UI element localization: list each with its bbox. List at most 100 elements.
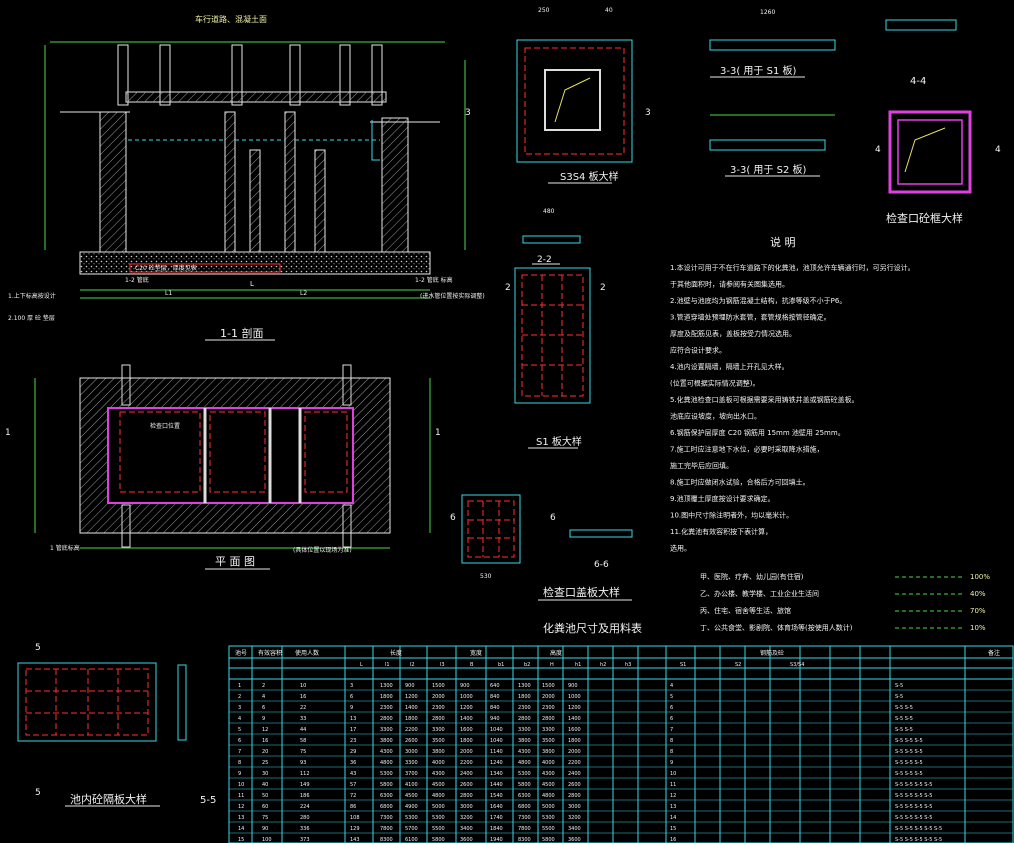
table-cell: 10 [238,782,244,788]
table-cell: S-5 S-5 S-5 [895,738,923,744]
plan-inner-outline [107,407,354,504]
table-cell: 7300 [518,815,531,821]
table-cell: 57 [350,782,356,788]
table-cell: 30 [262,771,268,777]
table-cell: 9 [262,716,265,722]
note-line: 池底应设坡度，坡向出水口。 [670,412,761,421]
table-cell: 7 [670,727,673,733]
table-cell: 3300 [518,727,531,733]
table-cell: 4500 [542,782,555,788]
table-cell: 3000 [405,749,418,755]
s1-mark-right: 2 [600,283,606,293]
table-cell: 940 [490,716,500,722]
note-line: 1.本设计可用于不在行车道路下的化粪池，池顶允许车辆通行时，可另行设计。 [670,263,915,272]
table-cell: 1400 [460,716,473,722]
table-cell: 12 [670,793,676,799]
table-cell: 1200 [405,694,418,700]
table-cell: 20 [262,749,268,755]
s33-dim-top: 1260 [760,9,775,16]
table-cell: 4800 [518,760,531,766]
frame-detail: 4-4 4 4 检查口砼框大样 [875,19,1001,225]
table-cell: S-5 S-5 S-5 S-5 [895,804,932,810]
note-list-value: 40% [970,590,986,598]
table-subheader: h2 [600,662,606,668]
frame-mark-left: 4 [875,145,881,155]
note-line: 4.池内设置隔墙，隔墙上开孔见大样。 [670,362,789,371]
table-cell: 224 [300,804,310,810]
table-subheader: h1 [575,662,581,668]
table-cell: 143 [350,837,360,843]
title-s33-s1: 3-3( 用于 S1 板) [720,64,796,77]
table-cell: 12 [238,804,244,810]
table-cell: 5800 [518,782,531,788]
table-cell: 3 [238,705,241,711]
table-cell: 108 [350,815,360,821]
frame-outer [888,110,972,194]
table-subheader: S1 [680,662,686,668]
table-cell: 4100 [405,782,418,788]
table-cell: 3800 [380,738,393,744]
note-line: 选用。 [670,544,691,553]
table-cell: 129 [350,826,360,832]
note-line: 10.图中尺寸除注明者外，均以毫米计。 [670,511,793,520]
table-cell: 3200 [568,815,581,821]
table-cell: 3200 [460,815,473,821]
table-cell: 3400 [568,826,581,832]
table-header: 池号 [235,649,247,657]
table-subheader: S2 [735,662,741,668]
table-cell: 3600 [568,837,581,843]
table-cell: 640 [490,683,500,689]
table-cell: 2200 [405,727,418,733]
title-table: 化粪池尺寸及用料表 [543,621,642,635]
table-subheader: L [360,662,363,668]
table-cell: 4 [262,694,265,700]
title-partition: 池内砼隔板大样 [70,792,147,806]
table-cell: 3000 [460,804,473,810]
table-cell: S-5 [895,694,903,700]
table-cell: 2200 [568,760,581,766]
plan-sec-mark-1-right: 1 [435,428,441,438]
table-cell: S-5 S-5 S-5 S-5 S-5 [895,826,942,832]
table-cell: 1800 [460,738,473,744]
table-cell: 2300 [432,705,445,711]
table-cell: 1640 [490,804,503,810]
table-cell: 2400 [568,771,581,777]
table-cell: 2200 [460,760,473,766]
table-cell: 1000 [568,694,581,700]
table-cell: 40 [262,782,268,788]
table-cell: 1800 [405,716,418,722]
cover-detail: 6 6 530 6-6 检查口盖板大样 化粪池尺寸及用料表 [450,494,642,635]
table-cell: 29 [350,749,356,755]
table-cell: 4300 [380,749,393,755]
note-list-label: 丙、住宅、宿舍等生活、旅馆 [700,606,791,615]
table-cell: 6800 [380,804,393,810]
table-cell: 16 [300,694,306,700]
table-cell: 4800 [380,760,393,766]
table-cell: 3800 [518,738,531,744]
s33-sections: 1260 3-3( 用于 S1 板) 3-3( 用于 S2 板) [709,9,836,177]
table-cell: 7800 [518,826,531,832]
table-cell: 5300 [542,815,555,821]
dim-l1: L1 [165,290,172,297]
table-cell: 1 [238,683,241,689]
note-list-label: 甲、医院、疗养、幼儿园(有住宿) [700,572,804,581]
table-cell: 8300 [518,837,531,843]
right-wall [382,118,408,252]
note-list-value: 10% [970,624,986,632]
table-cell: 1440 [490,782,503,788]
table-cell: 4800 [432,793,445,799]
table-cell: 2300 [518,705,531,711]
table-subheader: l3 [440,662,445,668]
table-cell: S-5 [895,683,903,689]
left-note-1: 1.上下标高按设计 [8,292,56,300]
table-subheader: h3 [625,662,631,668]
plan-view: 检查口位置 1 管底标高 (具体位置以现场为准) 平 面 图 1 1 [5,364,441,570]
table-cell: 840 [490,694,500,700]
table-subheader: H [550,662,554,668]
note-list-label: 丁、公共食堂、影剧院、体育场等(按使用人数计) [700,623,853,632]
table-cell: 1200 [460,705,473,711]
table-cell: S-5 S-5 S-5 [895,771,923,777]
table-cell: 4500 [405,793,418,799]
table-cell: 1200 [568,705,581,711]
